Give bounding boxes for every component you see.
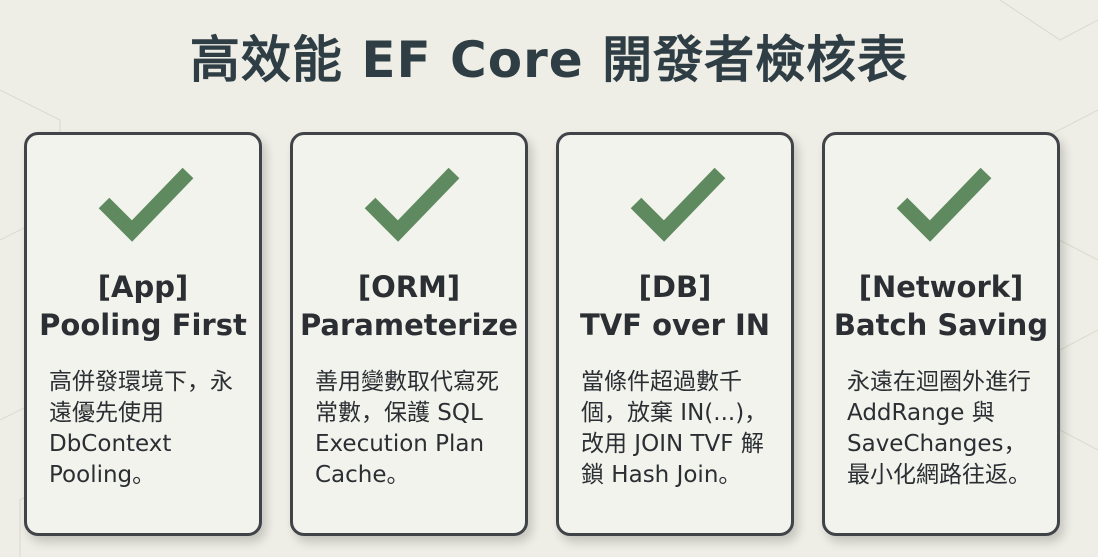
check-icon: [98, 167, 194, 242]
card-tag: [Network]: [858, 270, 1024, 304]
check-icon: [896, 167, 992, 242]
card-body: 永遠在迴圈外進行 AddRange 與 SaveChanges， 最小化網路往返…: [847, 369, 1031, 488]
card-body: 當條件超過數千 個，放棄 IN(...)， 改用 JOIN TVF 解 鎖 Ha…: [581, 369, 768, 488]
card-app: [App] Pooling First 高併發環境下，永 遠優先使用 DbCon…: [24, 132, 262, 536]
card-headline: TVF over IN: [579, 308, 771, 342]
card-body: 高併發環境下，永 遠優先使用 DbContext Pooling。: [49, 369, 233, 488]
card-tag: [ORM]: [357, 270, 461, 304]
check-icon: [630, 167, 726, 242]
card-network: [Network] Batch Saving 永遠在迴圈外進行 AddRange…: [822, 132, 1060, 536]
card-headline: Pooling First: [39, 308, 247, 342]
check-icon: [364, 167, 460, 242]
card-tag: [DB]: [638, 270, 712, 304]
card-body: 善用變數取代寫死 常數，保護 SQL Execution Plan Cache。: [315, 369, 499, 488]
card-tag: [App]: [97, 270, 189, 304]
card-orm: [ORM] Parameterize 善用變數取代寫死 常數，保護 SQL Ex…: [290, 132, 528, 536]
card-db: [DB] TVF over IN 當條件超過數千 個，放棄 IN(...)， 改…: [556, 132, 794, 536]
card-headline: Parameterize: [299, 308, 519, 342]
page-title: 高效能 EF Core 開發者檢核表: [189, 31, 909, 89]
card-headline: Batch Saving: [833, 308, 1049, 342]
